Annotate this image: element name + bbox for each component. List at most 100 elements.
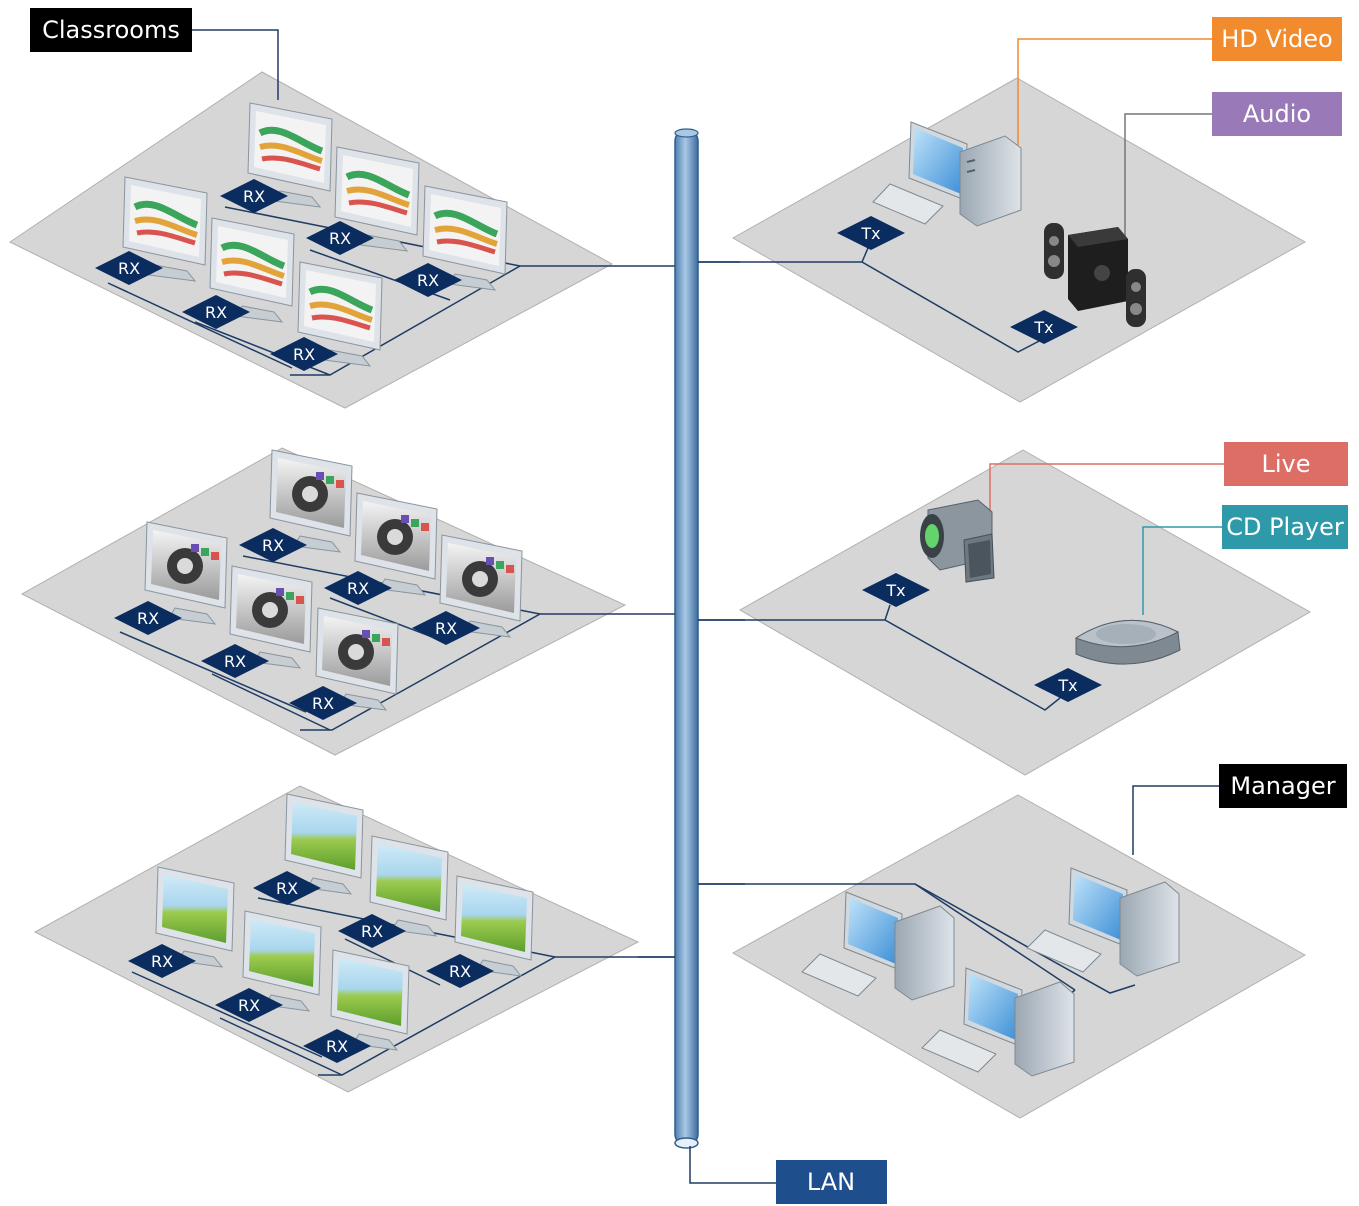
- rx-label: RX: [312, 694, 334, 713]
- tx-badge: Tx: [862, 573, 930, 607]
- classroom-top-monitors: [122, 102, 508, 367]
- rx-badge: RX: [128, 944, 196, 978]
- rx-label: RX: [276, 879, 298, 898]
- rx-label: RX: [329, 229, 351, 248]
- label-leaders: [190, 29, 1224, 1184]
- rx-label: RX: [293, 345, 315, 364]
- rx-label: RX: [262, 536, 284, 555]
- audio-source: [1044, 223, 1146, 327]
- tx-label: Tx: [885, 581, 905, 600]
- platform-manager: [731, 794, 1307, 1119]
- desktop-computer-icon: [921, 967, 1075, 1077]
- tx-label: Tx: [1033, 318, 1053, 337]
- tx-label: Tx: [1057, 676, 1077, 695]
- lan-label: LAN: [776, 1160, 887, 1204]
- receiver-badges: RX RX RX RX RX RX RX RX: [95, 179, 494, 1063]
- rx-label: RX: [205, 303, 227, 322]
- live-source: [920, 499, 995, 583]
- rx-badge: RX: [220, 179, 288, 213]
- tx-badge: Tx: [1034, 668, 1102, 702]
- video-camera-icon: [920, 499, 995, 583]
- cd-player-source: [1074, 619, 1181, 665]
- rx-label: RX: [243, 187, 265, 206]
- rx-badge: RX: [324, 571, 392, 605]
- monitor-landscape-icon: [242, 910, 322, 1012]
- monitor-media-logo-icon: [439, 534, 523, 638]
- rx-label: RX: [151, 952, 173, 971]
- rx-badge: RX: [253, 871, 321, 905]
- rx-label: RX: [224, 652, 246, 671]
- rx-badge: RX: [412, 611, 480, 645]
- cd-player-icon: [1074, 619, 1181, 665]
- manager-label: Manager: [1219, 764, 1347, 808]
- rx-label: RX: [347, 579, 369, 598]
- classroom-middle-monitors: [144, 449, 523, 711]
- rx-label: RX: [449, 962, 471, 981]
- tx-badge: Tx: [837, 216, 905, 250]
- live-label-text: Live: [1261, 450, 1310, 478]
- cables: [107, 206, 1136, 1076]
- classroom-bottom-monitors: [155, 793, 534, 1051]
- lan-backbone: [612, 128, 745, 1149]
- platforms: [9, 71, 1312, 1119]
- cd-player-label: CD Player: [1222, 505, 1348, 549]
- callout-labels: Classrooms HD Video Audio Live CD Player…: [30, 8, 1348, 1204]
- desktop-computer-icon: [801, 891, 955, 1001]
- rx-label: RX: [361, 922, 383, 941]
- monitor-media-logo-icon: [144, 521, 228, 625]
- monitor-landscape-icon: [454, 875, 534, 977]
- rx-badge: RX: [289, 686, 357, 720]
- hd-video-label-text: HD Video: [1221, 25, 1332, 53]
- monitor-media-logo-icon: [354, 492, 438, 596]
- monitor-landscape-icon: [284, 793, 364, 895]
- monitor-media-logo-icon: [315, 607, 399, 711]
- monitor-media-logo-icon: [269, 449, 353, 553]
- monitor-flowchart-icon: [209, 217, 295, 323]
- monitor-flowchart-icon: [247, 102, 333, 208]
- manager-label-text: Manager: [1230, 772, 1335, 800]
- monitor-landscape-icon: [369, 835, 449, 937]
- transmitter-badges: Tx Tx Tx Tx: [837, 216, 1102, 702]
- rx-badge: RX: [182, 295, 250, 329]
- rx-badge: RX: [303, 1029, 371, 1063]
- monitor-flowchart-icon: [334, 146, 420, 252]
- classrooms-label-text: Classrooms: [42, 16, 180, 44]
- live-label: Live: [1224, 442, 1348, 486]
- rx-badge: RX: [394, 263, 462, 297]
- rx-badge: RX: [114, 601, 182, 635]
- rx-badge: RX: [270, 337, 338, 371]
- rx-label: RX: [118, 259, 140, 278]
- hd-video-label: HD Video: [1212, 17, 1342, 61]
- rx-label: RX: [417, 271, 439, 290]
- rx-label: RX: [238, 996, 260, 1015]
- platform-sources-top: [731, 77, 1307, 403]
- manager-workstations: [801, 867, 1180, 1077]
- hd-video-source: [872, 121, 1022, 227]
- desktop-computer-icon: [872, 121, 1022, 227]
- audio-label-text: Audio: [1243, 100, 1311, 128]
- monitor-landscape-icon: [330, 949, 410, 1051]
- monitor-flowchart-icon: [122, 176, 208, 282]
- monitor-media-logo-icon: [229, 565, 313, 669]
- rx-badge: RX: [95, 251, 163, 285]
- tx-label: Tx: [860, 224, 880, 243]
- speaker-system-icon: [1044, 223, 1146, 327]
- lan-label-text: LAN: [807, 1168, 855, 1196]
- rx-badge: RX: [338, 914, 406, 948]
- desktop-computer-icon: [1026, 867, 1180, 977]
- rx-badge: RX: [306, 221, 374, 255]
- rx-label: RX: [326, 1037, 348, 1056]
- rx-badge: RX: [426, 954, 494, 988]
- monitor-flowchart-icon: [297, 261, 383, 367]
- rx-badge: RX: [201, 644, 269, 678]
- platform-sources-middle: [738, 449, 1312, 776]
- audio-label: Audio: [1212, 92, 1342, 136]
- tx-badge: Tx: [1010, 310, 1078, 344]
- rx-label: RX: [435, 619, 457, 638]
- rx-label: RX: [137, 609, 159, 628]
- classrooms-label: Classrooms: [30, 8, 192, 52]
- cd-player-label-text: CD Player: [1226, 513, 1344, 541]
- rx-badge: RX: [215, 988, 283, 1022]
- monitor-landscape-icon: [155, 866, 235, 968]
